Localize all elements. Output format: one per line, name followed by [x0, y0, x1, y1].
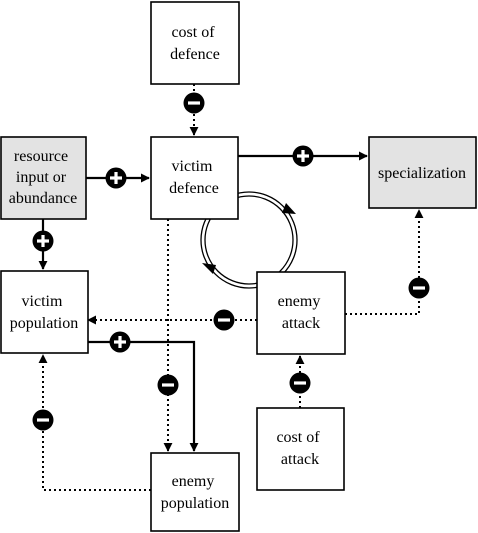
- node-victim-defence: victim defence: [150, 136, 239, 220]
- minus-sign-icon: [408, 277, 430, 299]
- node-label-line: defence: [169, 180, 219, 197]
- node-specialization: specialization: [368, 136, 477, 209]
- node-label-line: population: [10, 315, 78, 332]
- node-label: cost of defence: [170, 24, 220, 63]
- plus-sign-icon: [32, 230, 54, 252]
- link-cost-attack-to-enemy-attack: [289, 355, 311, 408]
- node-enemy-attack: enemy attack: [256, 271, 346, 355]
- node-label-line: abundance: [9, 190, 77, 207]
- node-label-line: attack: [281, 451, 319, 468]
- node-label-line: victim: [172, 158, 213, 175]
- link-enemy-attack-to-specialization: [345, 209, 430, 315]
- node-label-line: defence: [170, 46, 220, 63]
- node-label-line: enemy: [278, 293, 321, 310]
- link-victim-defence-to-specialization: [238, 145, 368, 167]
- node-label-line: cost of: [276, 429, 320, 446]
- node-label: victim population: [10, 293, 78, 332]
- link-resource-to-victim-defence: [86, 167, 150, 189]
- node-label-line: population: [161, 495, 229, 512]
- link-cost-defence-to-victim-defence: [183, 84, 205, 136]
- link-victim-population-to-enemy-population: [88, 331, 199, 452]
- node-label: enemy attack: [278, 293, 325, 332]
- link-victim-defence-to-enemy-population: [157, 219, 179, 452]
- link-enemy-attack-to-victim-population: [87, 309, 257, 331]
- node-enemy-population: enemy population: [150, 452, 240, 532]
- plus-sign-icon: [109, 331, 131, 353]
- link-enemy-population-to-victim-population: [32, 354, 151, 491]
- minus-sign-icon: [157, 374, 179, 396]
- node-label-line: specialization: [378, 165, 466, 182]
- loop-arrowhead-icon: [282, 203, 296, 214]
- plus-sign-icon: [105, 167, 127, 189]
- node-label: victim defence: [169, 158, 219, 197]
- node-cost-of-defence: cost of defence: [150, 1, 240, 85]
- node-label: resource input or abundance: [9, 148, 77, 207]
- node-label-line: enemy: [172, 473, 215, 490]
- node-cost-of-attack: cost of attack: [256, 407, 345, 491]
- minus-sign-icon: [183, 92, 205, 114]
- node-label-line: attack: [282, 315, 320, 332]
- coevolution-loop: [200, 191, 298, 289]
- node-label: cost of attack: [276, 429, 323, 468]
- node-label: specialization: [378, 165, 466, 182]
- node-label-line: resource: [14, 148, 68, 165]
- plus-sign-icon: [292, 145, 314, 167]
- loop-arrowhead-icon: [202, 263, 216, 274]
- minus-sign-icon: [213, 309, 235, 331]
- node-label: enemy population: [161, 473, 229, 512]
- minus-sign-icon: [289, 372, 311, 394]
- node-resource-input: resource input or abundance: [0, 136, 87, 220]
- node-victim-population: victim population: [0, 270, 89, 354]
- node-label-line: victim: [22, 293, 63, 310]
- node-label-line: input or: [16, 169, 67, 186]
- link-resource-to-victim-population: [32, 219, 54, 270]
- minus-sign-icon: [32, 409, 54, 431]
- node-label-line: cost of: [171, 24, 215, 41]
